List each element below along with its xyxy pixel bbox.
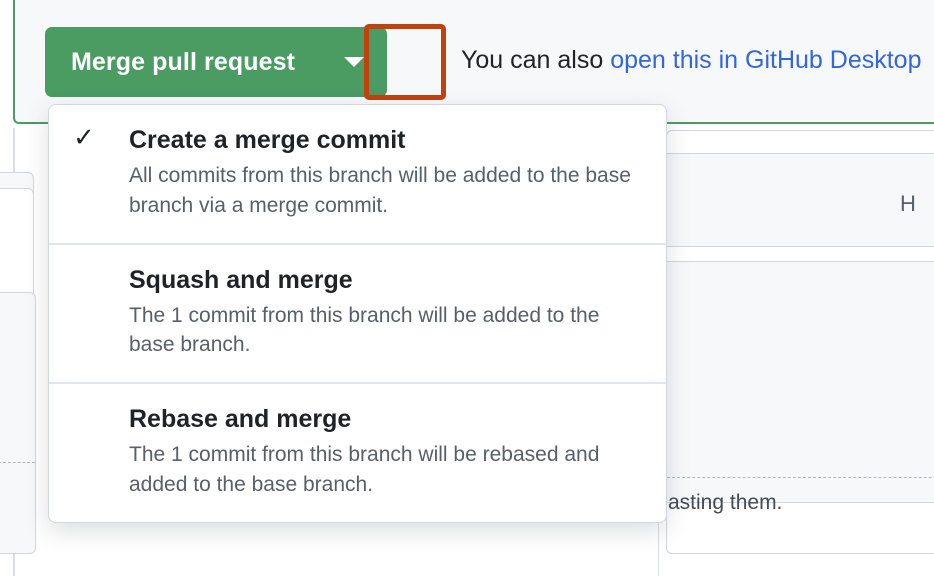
merge-method-dropdown-toggle[interactable] [321, 27, 388, 97]
menu-item-create-merge-commit[interactable]: ✓ Create a merge commit All commits from… [49, 105, 666, 243]
chevron-down-icon [344, 57, 365, 67]
menu-item-description: All commits from this branch will be add… [129, 164, 631, 217]
merge-method-menu: ✓ Create a merge commit All commits from… [48, 104, 667, 523]
hint-prefix: You can also [461, 46, 611, 74]
menu-item-description: The 1 commit from this branch will be ad… [129, 303, 600, 357]
merge-pull-request-button[interactable]: Merge pull request [45, 27, 322, 97]
panel-band [667, 153, 934, 247]
card-dashed-separator [0, 462, 35, 463]
background-partial-heading: H [900, 191, 916, 216]
menu-item-squash-and-merge[interactable]: Squash and merge The 1 commit from this … [49, 242, 666, 383]
menu-item-title: Squash and merge [129, 265, 353, 294]
open-in-github-desktop-link[interactable]: open this in GitHub Desktop [610, 46, 922, 74]
background-partial-text: asting them. [668, 491, 783, 514]
panel-band [667, 261, 934, 503]
menu-item-rebase-and-merge[interactable]: Rebase and merge The 1 commit from this … [49, 382, 666, 522]
github-desktop-hint: You can also open this in GitHub Desktop [461, 46, 921, 75]
menu-item-title: Rebase and merge [129, 405, 352, 434]
merge-button-group: Merge pull request [45, 27, 388, 97]
panel-dashed-separator [667, 477, 934, 478]
menu-item-title: Create a merge commit [129, 126, 406, 154]
background-file-panel: H asting them. [666, 130, 934, 554]
menu-item-description: The 1 commit from this branch will be re… [129, 443, 600, 497]
checkmark-icon: ✓ [73, 122, 95, 152]
background-card-lower [0, 292, 36, 554]
